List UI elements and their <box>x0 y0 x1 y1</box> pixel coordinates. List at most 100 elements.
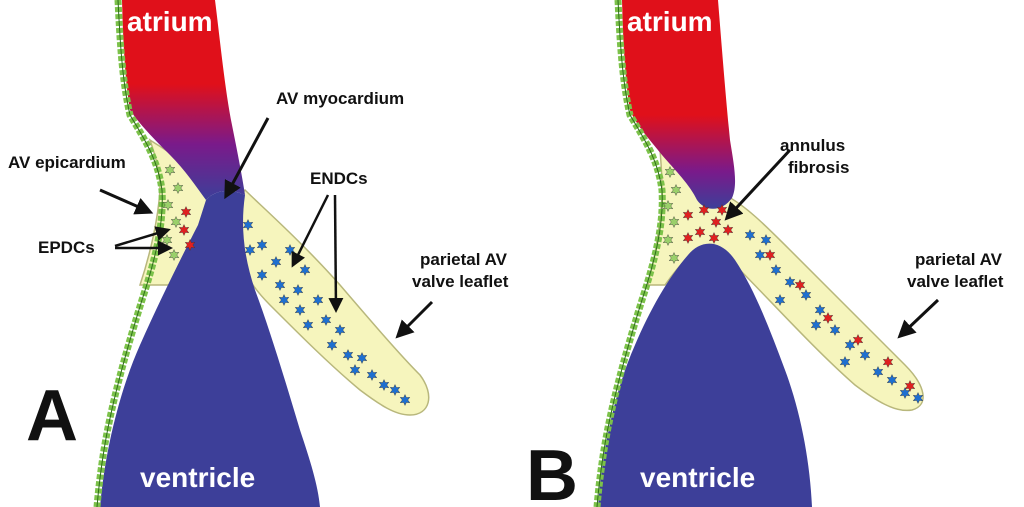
panel-b-epdc-cells <box>662 166 682 264</box>
panel-b-leaflet-label-line1: parietal AV <box>915 250 1003 269</box>
epdc-cell <box>670 184 682 196</box>
epdc-cell <box>170 216 182 228</box>
panel-b-annulus-cells <box>682 204 734 244</box>
panel-a-atrium-label: atrium <box>127 6 213 37</box>
leaflet-cell-red <box>882 356 894 368</box>
leaflet-cell <box>872 366 884 378</box>
endc-cell <box>294 304 306 316</box>
leaflet-cell <box>774 294 786 306</box>
endc-cell <box>242 219 254 231</box>
panel-b-atrium-label: atrium <box>627 6 713 37</box>
annulus-cell <box>694 226 706 238</box>
leaflet-cell <box>784 276 796 288</box>
epdc-cell <box>668 216 680 228</box>
endc-cell <box>334 324 346 336</box>
epdc-cell <box>162 199 174 211</box>
panel-b-ventricle-label: ventricle <box>640 462 755 493</box>
endc-cell <box>256 239 268 251</box>
leaflet-cell <box>886 374 898 386</box>
panel-b: atrium ventricle annulus fibrosis pariet… <box>526 0 1004 507</box>
leaflet-cell-red <box>852 334 864 346</box>
leaflet-cell-red <box>904 380 916 392</box>
annulus-cell <box>682 232 694 244</box>
endc-cell <box>399 394 411 406</box>
panel-b-annulus-label-line1: annulus <box>780 136 845 155</box>
endc-cell <box>284 244 296 256</box>
panel-a: atrium ventricle AV myocardium AV epicar… <box>8 0 509 507</box>
leaflet-cell <box>810 319 822 331</box>
panel-b-arrow-leaflet <box>897 298 940 339</box>
endc-cell <box>244 244 256 256</box>
endc-cell <box>356 352 368 364</box>
epdc-cell <box>668 252 680 264</box>
endc-cell <box>292 284 304 296</box>
endc-cell <box>312 294 324 306</box>
leaflet-cell-red <box>794 279 806 291</box>
panel-a-leaflet-label-line2: valve leaflet <box>412 272 509 291</box>
panel-b-arrow-annulus <box>724 148 792 221</box>
leaflet-cell <box>829 324 841 336</box>
endc-cell <box>278 294 290 306</box>
leaflet-cell <box>760 234 772 246</box>
leaflet-cell-red <box>822 312 834 324</box>
panel-a-arrow-endc-1 <box>291 194 330 268</box>
annulus-cell <box>698 204 710 216</box>
panel-a-arrow-av-epicardium <box>99 188 154 215</box>
leaflet-cell <box>800 289 812 301</box>
epdc-cell <box>164 164 176 176</box>
epdc-cell <box>664 166 676 178</box>
endc-cell <box>342 349 354 361</box>
leaflet-cell-red <box>764 249 776 261</box>
epdc-cell <box>662 234 674 246</box>
annulus-cell <box>722 224 734 236</box>
endc-cell <box>326 339 338 351</box>
epdc-cell-red <box>180 206 192 218</box>
endc-cell <box>389 384 401 396</box>
panel-a-arrow-endc-2 <box>328 194 344 313</box>
panel-a-av-myocardium-label: AV myocardium <box>276 89 404 108</box>
leaflet-cell <box>839 356 851 368</box>
panel-b-leaflet-cells <box>744 229 924 404</box>
epdc-cell-red <box>178 224 190 236</box>
panel-a-letter: A <box>26 376 78 456</box>
endc-cell <box>270 256 282 268</box>
panel-b-atrium <box>622 0 736 209</box>
leaflet-cell <box>744 229 756 241</box>
panel-a-arrow-av-myocardium <box>224 117 270 200</box>
endc-cell <box>256 269 268 281</box>
epdc-cell-red <box>184 239 196 251</box>
annulus-cell <box>682 209 694 221</box>
panel-a-endcs-label: ENDCs <box>310 169 368 188</box>
epdc-cell <box>172 182 184 194</box>
leaflet-cell <box>754 249 766 261</box>
panel-b-epicardium-outline <box>596 0 663 507</box>
panel-a-arrow-epdc-1 <box>114 226 171 248</box>
panel-b-annulus-label-line2: fibrosis <box>788 158 849 177</box>
annulus-cell <box>710 216 722 228</box>
endc-cell <box>378 379 390 391</box>
annulus-cell <box>708 232 720 244</box>
panel-a-ventricle <box>100 190 320 507</box>
panel-a-epicardium-outline <box>96 0 163 507</box>
panel-a-av-epicardium-label: AV epicardium <box>8 153 126 172</box>
endc-cell <box>320 314 332 326</box>
leaflet-cell <box>770 264 782 276</box>
endc-cell <box>366 369 378 381</box>
panel-b-leaflet-label-line2: valve leaflet <box>907 272 1004 291</box>
leaflet-cell <box>859 349 871 361</box>
panel-a-leaflet-label-line1: parietal AV <box>420 250 508 269</box>
epdc-cell <box>662 200 674 212</box>
panel-b-ventricle <box>598 243 812 507</box>
endc-cell <box>349 364 361 376</box>
panel-a-endc-cells <box>242 219 411 406</box>
endc-cell <box>274 279 286 291</box>
panel-b-letter: B <box>526 436 578 507</box>
leaflet-cell <box>814 304 826 316</box>
panel-a-atrium <box>122 0 245 200</box>
leaflet-cell <box>912 392 924 404</box>
panel-a-arrow-leaflet <box>395 300 434 339</box>
panel-a-epdcs-label: EPDCs <box>38 238 95 257</box>
endc-cell <box>302 319 314 331</box>
